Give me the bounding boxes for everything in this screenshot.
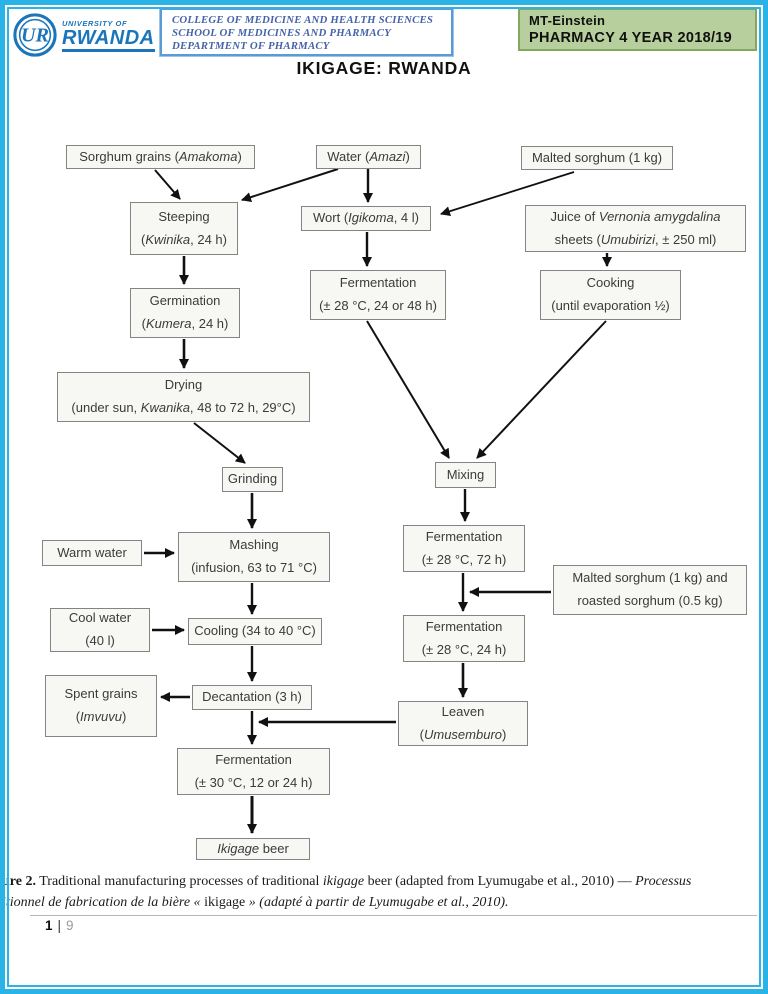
flow-node-fermentation-72h: Fermentation(± 28 °C, 72 h) xyxy=(403,525,525,572)
flow-node-fermentation-24h: Fermentation(± 28 °C, 24 h) xyxy=(403,615,525,662)
flow-node-grinding: Grinding xyxy=(222,467,283,492)
badge-course: PHARMACY 4 YEAR 2018/19 xyxy=(529,30,733,46)
college-info-box: COLLEGE OF MEDICINE AND HEALTH SCIENCES … xyxy=(160,8,453,56)
flow-node-leaven: Leaven(Umusemburo) xyxy=(398,701,528,746)
flow-node-wort: Wort (Igikoma, 4 l) xyxy=(301,206,431,231)
flow-node-drying: Drying(under sun, Kwanika, 48 to 72 h, 2… xyxy=(57,372,310,422)
flow-node-sorghum-grains: Sorghum grains (Amakoma) xyxy=(66,145,255,169)
footer-divider xyxy=(30,915,757,916)
page-number: 1 | 9 xyxy=(45,918,74,933)
badge-author: MT-Einstein xyxy=(529,13,606,28)
college-line-3: DEPARTMENT OF PHARMACY xyxy=(172,40,330,53)
flow-node-cool-water: Cool water(40 l) xyxy=(50,608,150,652)
flow-node-germination: Germination(Kumera, 24 h) xyxy=(130,288,240,338)
page-number-separator: | xyxy=(57,918,62,933)
page-number-current: 1 xyxy=(45,918,53,933)
logo-university-of: UNIVERSITY OF xyxy=(62,18,128,28)
course-badge: MT-Einstein PHARMACY 4 YEAR 2018/19 xyxy=(518,8,757,51)
figure-caption: ure 2. Traditional manufacturing process… xyxy=(2,874,692,910)
ur-logo-icon: UR xyxy=(13,13,57,57)
flow-node-decantation: Decantation (3 h) xyxy=(192,685,312,710)
flow-node-fermentation-wort: Fermentation(± 28 °C, 24 or 48 h) xyxy=(310,270,446,320)
flow-node-cooking: Cooking(until evaporation ½) xyxy=(540,270,681,320)
flow-node-spent-grains: Spent grains(Imvuvu) xyxy=(45,675,157,737)
page-title: IKIGAGE: RWANDA xyxy=(296,58,472,78)
flow-node-warm-water: Warm water xyxy=(42,540,142,566)
page-number-total: 9 xyxy=(66,918,74,933)
flow-node-mixing: Mixing xyxy=(435,462,496,488)
flow-node-mashing: Mashing(infusion, 63 to 71 °C) xyxy=(178,532,330,582)
university-logo: UR UNIVERSITY OF RWANDA xyxy=(12,12,155,58)
flow-node-ikigage-beer: Ikigage beer xyxy=(196,838,310,860)
logo-text: UNIVERSITY OF RWANDA xyxy=(62,19,155,52)
flow-node-malted-sorghum: Malted sorghum (1 kg) xyxy=(521,146,673,170)
flow-node-cooling: Cooling (34 to 40 °C) xyxy=(188,618,322,645)
logo-rwanda: RWANDA xyxy=(62,26,155,49)
svg-text:UR: UR xyxy=(21,25,49,47)
college-line-1: COLLEGE OF MEDICINE AND HEALTH SCIENCES xyxy=(172,14,434,26)
flow-node-steeping: Steeping(Kwinika, 24 h) xyxy=(130,202,238,255)
flow-node-fermentation-final: Fermentation(± 30 °C, 12 or 24 h) xyxy=(177,748,330,795)
flow-node-water: Water (Amazi) xyxy=(316,145,421,169)
college-line-2: SCHOOL OF MEDICINES AND PHARMACY xyxy=(172,27,391,40)
